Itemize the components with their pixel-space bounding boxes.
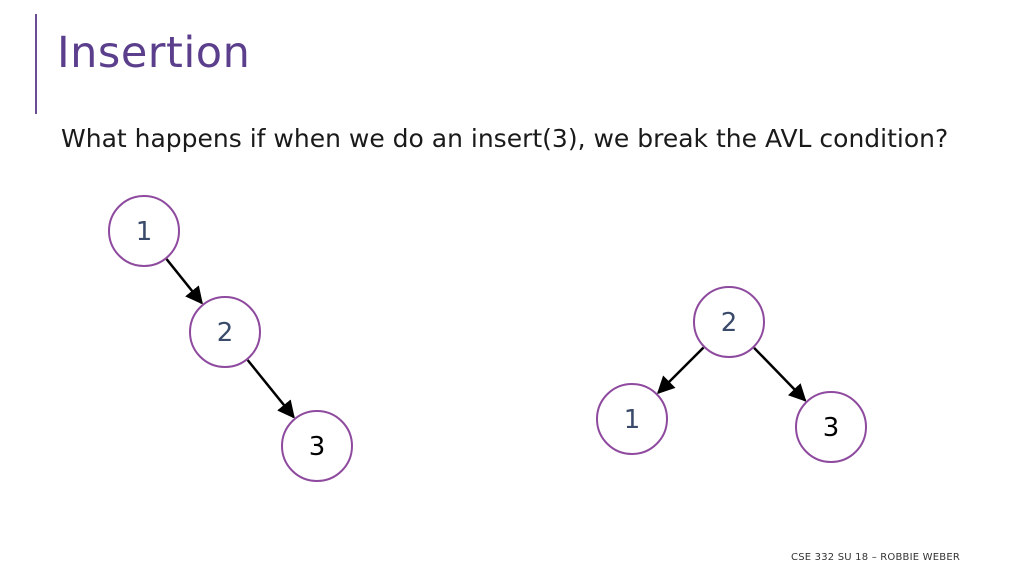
tree-node-unbalanced-2: 2 [189, 296, 261, 368]
edge-unbalanced-2-to-3 [246, 359, 295, 419]
tree-node-balanced-2: 2 [693, 286, 765, 358]
node-circle [281, 410, 353, 482]
node-label: 3 [309, 432, 326, 462]
node-label: 1 [136, 217, 153, 247]
tree-node-balanced-3: 3 [795, 391, 867, 463]
node-label: 2 [217, 318, 234, 348]
node-circle [693, 286, 765, 358]
nodes-layer: 1 2 3 2 1 3 [108, 195, 867, 482]
slide-footer: CSE 332 SU 18 – ROBBIE WEBER [791, 552, 960, 563]
node-circle [795, 391, 867, 463]
node-circle [189, 296, 261, 368]
slide-title: Insertion [57, 28, 251, 78]
slide-question: What happens if when we do an insert(3),… [61, 124, 949, 153]
tree-node-unbalanced-1: 1 [108, 195, 180, 267]
node-circle [596, 383, 668, 455]
tree-node-unbalanced-3: 3 [281, 410, 353, 482]
edges-layer [165, 258, 807, 419]
edge-balanced-2-to-3 [753, 346, 807, 402]
node-circle [108, 195, 180, 267]
node-label: 3 [823, 413, 840, 443]
accent-bar [35, 14, 37, 114]
node-label: 1 [624, 405, 641, 435]
tree-node-balanced-1: 1 [596, 383, 668, 455]
edge-unbalanced-1-to-2 [165, 258, 203, 305]
edge-balanced-2-to-1 [656, 346, 705, 395]
node-label: 2 [721, 308, 738, 338]
